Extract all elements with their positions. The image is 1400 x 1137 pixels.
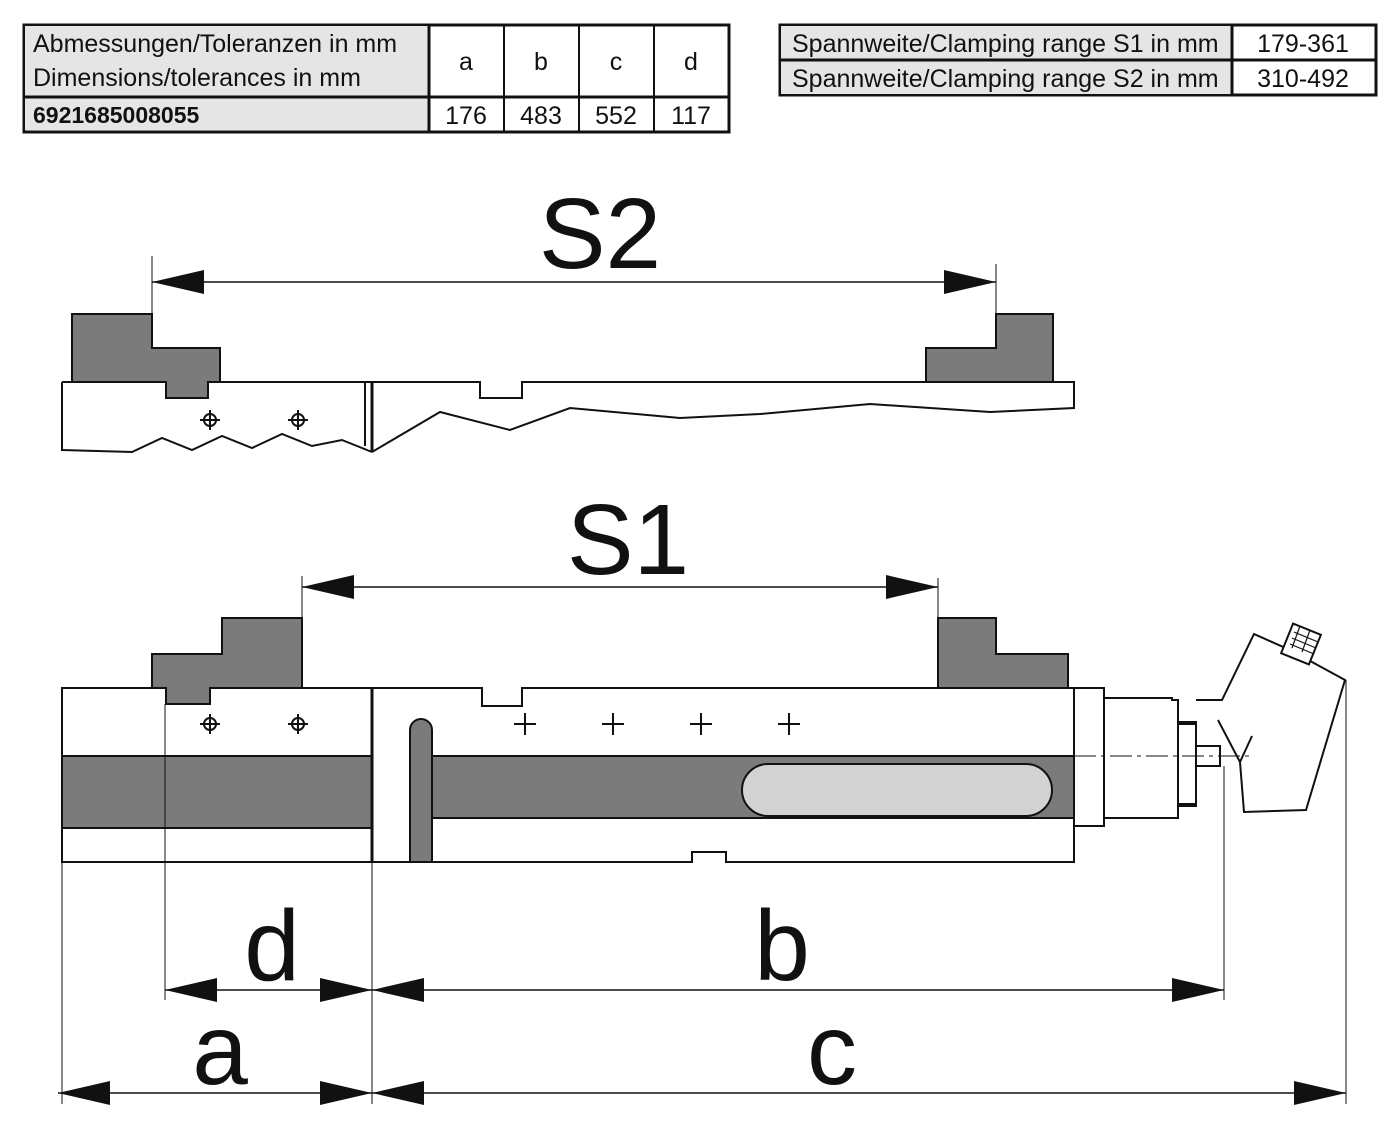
value-c: 552 (595, 102, 637, 130)
label-a: a (192, 994, 248, 1106)
column-header-d: d (684, 48, 698, 76)
plus-icon (602, 713, 624, 735)
crosshair-icon (288, 714, 308, 734)
dimensions-table: Abmessungen/Toleranzen in mm Dimensions/… (22, 23, 731, 134)
clamping-range-s1-value: 179-361 (1257, 30, 1349, 58)
plus-icon (690, 713, 712, 735)
dimensions-header-de: Abmessungen/Toleranzen in mm (33, 30, 397, 58)
value-a: 176 (445, 102, 487, 130)
clamping-range-s2-label: Spannweite/Clamping range S2 in mm (792, 65, 1219, 93)
crosshair-icon (200, 410, 220, 430)
vise-view-s1 (61, 617, 1347, 863)
dimensions-header-en: Dimensions/tolerances in mm (33, 64, 361, 92)
label-d: d (244, 890, 300, 1002)
clamping-range-s2-value: 310-492 (1257, 65, 1349, 93)
vise-view-s2 (61, 256, 1075, 454)
value-d: 117 (671, 102, 711, 130)
label-s2: S2 (539, 178, 661, 290)
column-header-b: b (534, 48, 548, 76)
label-c: c (807, 994, 857, 1106)
article-number: 6921685008055 (33, 102, 199, 128)
extension-lines (61, 680, 1347, 1104)
column-header-a: a (459, 48, 473, 76)
plus-icon (514, 713, 536, 735)
s1-dimension (301, 575, 939, 618)
clamping-range-s1-label: Spannweite/Clamping range S1 in mm (792, 30, 1219, 58)
clamping-range-table: Spannweite/Clamping range S1 in mm 179-3… (778, 23, 1378, 97)
value-b: 483 (520, 102, 562, 130)
crosshair-icon (288, 410, 308, 430)
plus-icon (778, 713, 800, 735)
label-b: b (754, 890, 810, 1002)
column-header-c: c (610, 48, 623, 76)
label-s1: S1 (567, 484, 689, 596)
crosshair-icon (200, 714, 220, 734)
